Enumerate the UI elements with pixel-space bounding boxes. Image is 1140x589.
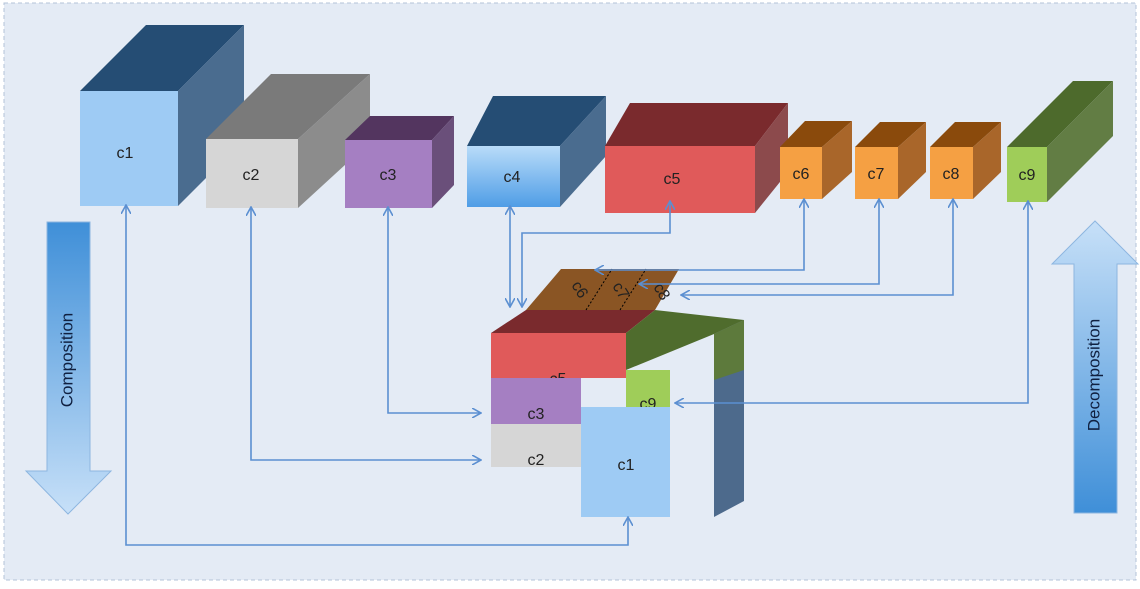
- block-c5: c5: [605, 103, 788, 213]
- arrow-c9: [676, 202, 1028, 403]
- block-c1: c1: [80, 25, 244, 206]
- block-c6: c6: [780, 121, 852, 199]
- composition-arrow: Composition: [24, 221, 113, 515]
- block-label-c5: c5: [664, 171, 681, 188]
- block-label-c2: c2: [243, 167, 260, 184]
- arrow-c2: [251, 208, 480, 460]
- composition-label: Composition: [57, 313, 76, 408]
- block-label-c4: c4: [504, 169, 521, 186]
- assembly-label-c3: c3: [528, 406, 545, 423]
- block-label-c1: c1: [117, 145, 134, 162]
- block-c4: c4: [467, 96, 606, 207]
- assembly-label-c1: c1: [618, 457, 635, 474]
- block-c3: c3: [345, 116, 454, 208]
- assembly-label-c2: c2: [528, 452, 545, 469]
- decomposition-arrow: Decomposition: [1050, 220, 1140, 514]
- connector-arrows: [126, 200, 1028, 546]
- arrow-c3: [388, 208, 480, 413]
- block-c8: c8: [930, 122, 1001, 199]
- block-c7: c7: [855, 122, 926, 199]
- arrow-c1: [126, 206, 628, 546]
- block-label-c8: c8: [943, 166, 960, 183]
- block-label-c3: c3: [380, 167, 397, 184]
- block-label-c7: c7: [868, 166, 885, 183]
- block-label-c9: c9: [1019, 167, 1036, 184]
- block-c9: c9: [1007, 81, 1113, 202]
- block-label-c6: c6: [793, 166, 810, 183]
- decomposition-label: Decomposition: [1084, 319, 1103, 431]
- block-c2: c2: [206, 74, 370, 208]
